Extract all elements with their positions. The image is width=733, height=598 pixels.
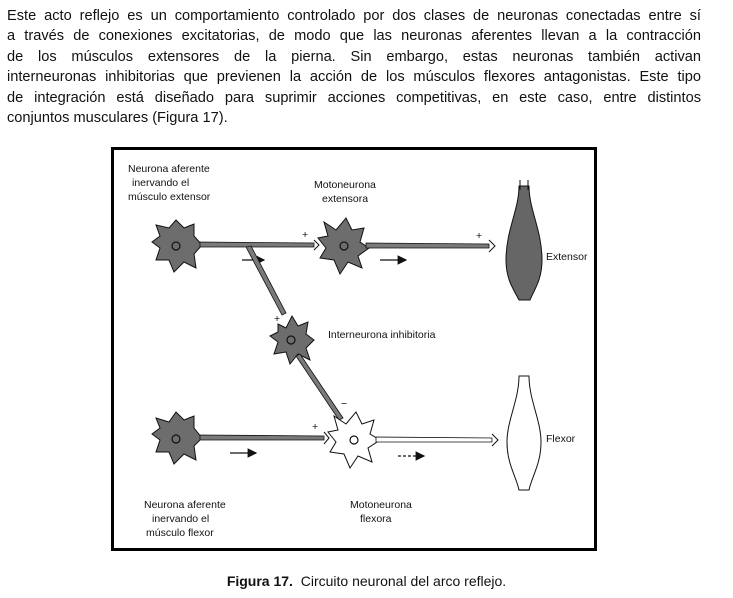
paragraph-line: de los músculos extensores de la pierna.… <box>7 47 701 67</box>
afferent-extensor-label: Neurona aferente inervando el músculo ex… <box>128 163 213 203</box>
motoneuron-extensor-label: Motoneurona extensora <box>314 179 379 205</box>
extensor-label: Extensor <box>546 251 588 263</box>
plus-sign: + <box>302 229 308 241</box>
motor-axon-extensor <box>366 243 489 248</box>
figure-caption: Figura 17. Circuito neuronal del arco re… <box>0 573 733 589</box>
plus-sign: + <box>312 421 318 433</box>
reflex-arc-figure: + + + Interneurona inhibitoria − <box>111 147 597 551</box>
afferent-flexor-label: Neurona aferente inervando el músculo fl… <box>144 499 229 539</box>
paragraph-line: a través de conexiones excitatorias, de … <box>7 26 701 46</box>
caption-text: Circuito neuronal del arco reflejo. <box>301 573 506 589</box>
flexor-muscle <box>507 376 541 490</box>
afferent-neuron-extensor <box>152 220 202 272</box>
afferent-axon-flexor <box>200 435 324 440</box>
paragraph-line: conjuntos musculares (Figura 17). <box>7 108 701 128</box>
extensor-muscle <box>506 180 542 300</box>
afferent-neuron-flexor <box>152 412 202 464</box>
plus-sign: + <box>274 313 280 325</box>
paragraph-line: Este acto reflejo es un comportamiento c… <box>7 6 701 26</box>
paragraph-line: de integración está diseñado para suprim… <box>7 88 701 108</box>
branch-axon <box>246 246 286 315</box>
paragraph-line: interneuronas inhibitorias que previenen… <box>7 67 701 87</box>
caption-label: Figura 17. <box>227 573 293 589</box>
motoneuron-flexor <box>328 412 380 468</box>
inhibitory-axon <box>296 354 343 420</box>
minus-sign: − <box>341 398 347 410</box>
flexor-label: Flexor <box>546 433 576 445</box>
motoneuron-flexor-label: Motoneurona flexora <box>350 499 415 525</box>
reflex-arc-diagram: + + + Interneurona inhibitoria − <box>114 150 594 548</box>
afferent-axon-extensor <box>200 242 314 247</box>
body-paragraph: Este acto reflejo es un comportamiento c… <box>7 6 701 128</box>
motor-axon-flexor <box>376 437 492 442</box>
interneuron-label: Interneurona inhibitoria <box>328 329 436 341</box>
motoneuron-extensor <box>318 218 369 274</box>
plus-sign: + <box>476 230 482 242</box>
